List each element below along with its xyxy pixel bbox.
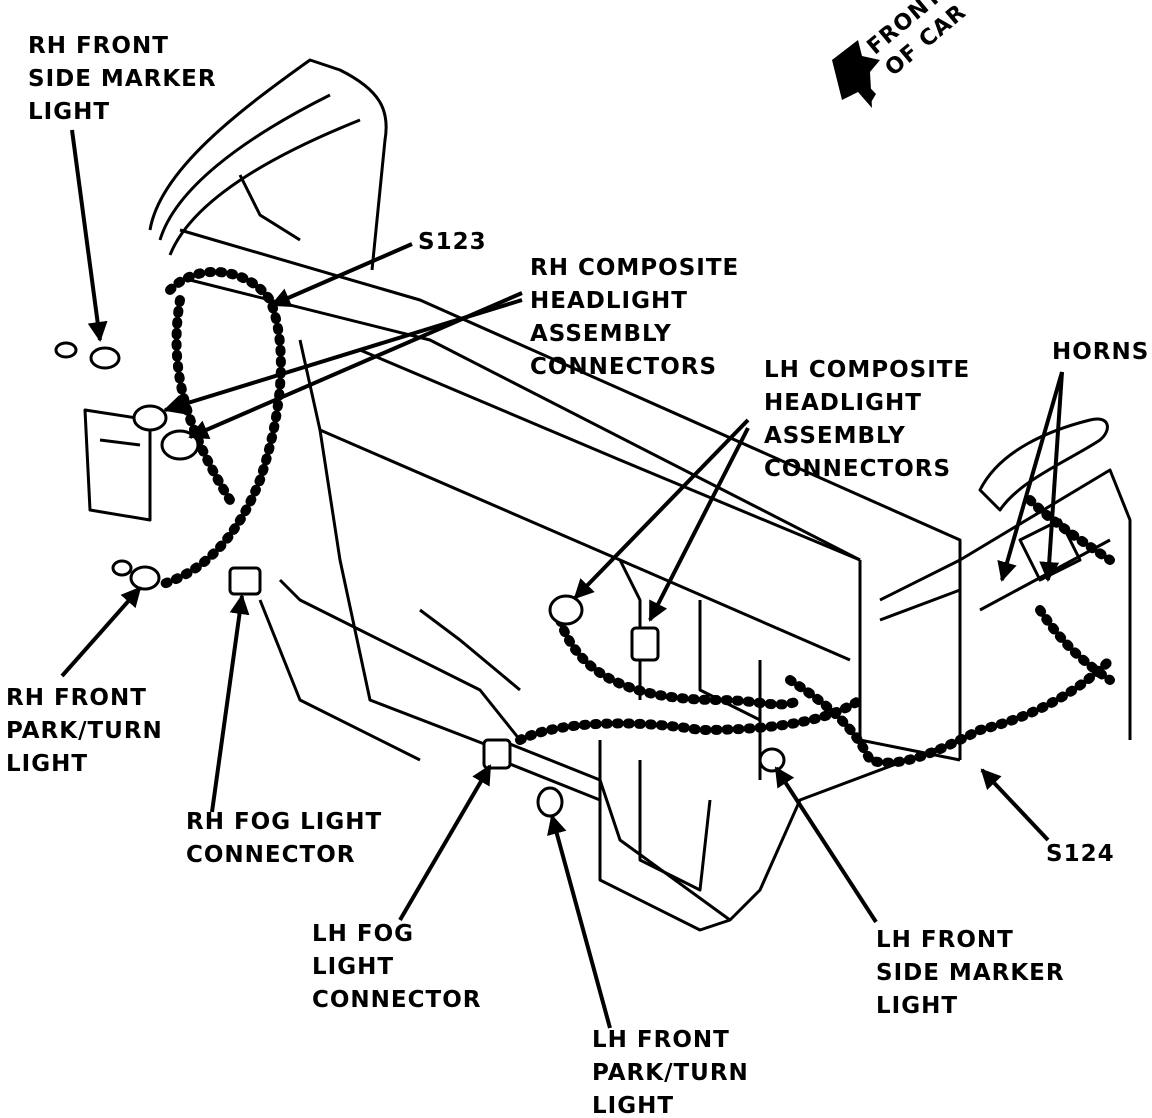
label-rh-front-side-marker-light: RH FRONT SIDE MARKER LIGHT [28, 33, 217, 125]
rh-fog-light-connector [228, 566, 262, 596]
lh-side-marker-connector [758, 747, 786, 773]
arrow-horns-a [997, 371, 1064, 582]
lh-headlight-connector-a [548, 594, 584, 626]
front-direction-arrow-icon [832, 40, 880, 108]
label-horns: HORNS [1052, 339, 1150, 365]
arrow-rh-side-marker [70, 129, 108, 342]
label-lh-front-park-turn-light: LH FRONT PARK/TURN LIGHT [592, 1027, 749, 1118]
vehicle-body-outline [83, 58, 1132, 932]
lh-fog-light-connector [482, 738, 512, 770]
lh-park-turn-connector [536, 786, 564, 818]
arrow-rh-fog [210, 594, 250, 813]
arrow-lh-headlight-b [648, 427, 750, 622]
label-s124: S124 [1046, 841, 1115, 867]
arrow-horns-b [1039, 371, 1064, 582]
arrow-rh-headlight-b [163, 298, 523, 415]
label-lh-front-side-marker-light: LH FRONT SIDE MARKER LIGHT [876, 927, 1065, 1019]
label-lh-fog-light-connector: LH FOG LIGHT CONNECTOR [312, 921, 482, 1013]
label-rh-composite-headlight-connectors: RH COMPOSITE HEADLIGHT ASSEMBLY CONNECTO… [530, 255, 740, 380]
leader-arrows [60, 129, 1064, 1029]
arrow-rh-park-turn [60, 586, 142, 678]
rh-park-turn-connector [129, 565, 161, 591]
rh-side-marker-bulb [54, 341, 78, 359]
arrow-lh-side-marker [774, 766, 878, 924]
arrow-s123 [270, 242, 413, 307]
label-rh-front-park-turn-light: RH FRONT PARK/TURN LIGHT [6, 685, 163, 777]
label-s123: S123 [418, 229, 487, 255]
arrow-lh-fog [398, 764, 492, 922]
connectors [54, 341, 786, 818]
wiring-harness [155, 266, 1115, 768]
arrow-lh-park-turn [547, 814, 612, 1029]
lh-headlight-connector-b [630, 626, 660, 662]
rh-side-marker-connector [89, 346, 121, 370]
label-lh-composite-headlight-connectors: LH COMPOSITE HEADLIGHT ASSEMBLY CONNECTO… [764, 357, 971, 482]
rh-headlight-connector-b [132, 404, 168, 432]
arrow-lh-headlight-a [573, 418, 750, 600]
label-rh-fog-light-connector: RH FOG LIGHT CONNECTOR [186, 809, 383, 868]
rh-park-turn-bulb [111, 559, 133, 577]
arrow-s124 [980, 768, 1050, 842]
